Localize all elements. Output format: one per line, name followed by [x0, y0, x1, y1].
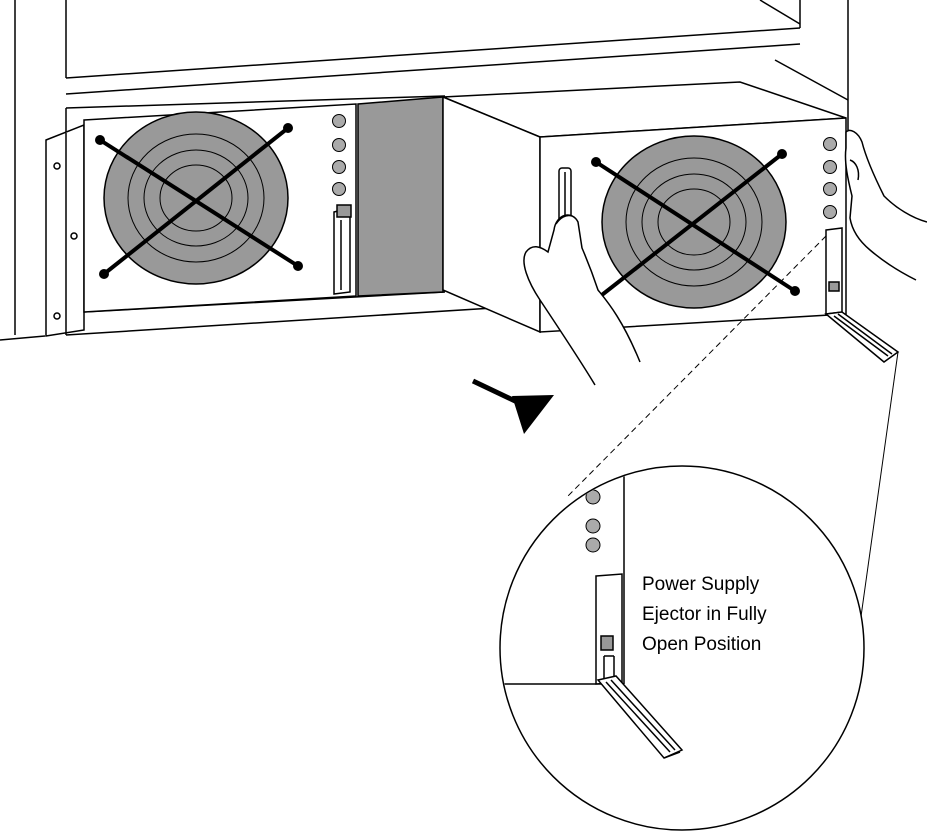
right-hand-icon [845, 130, 927, 280]
callout-line-1: Power Supply [642, 574, 760, 595]
mounting-bracket [46, 125, 84, 336]
removal-arrow-icon [473, 381, 554, 434]
empty-slot [358, 97, 443, 296]
installed-power-supply [84, 104, 356, 312]
callout-line-3: Open Position [642, 634, 761, 655]
callout-line-2: Ejector in Fully [642, 604, 767, 625]
ejector-lever-closed [334, 205, 351, 294]
